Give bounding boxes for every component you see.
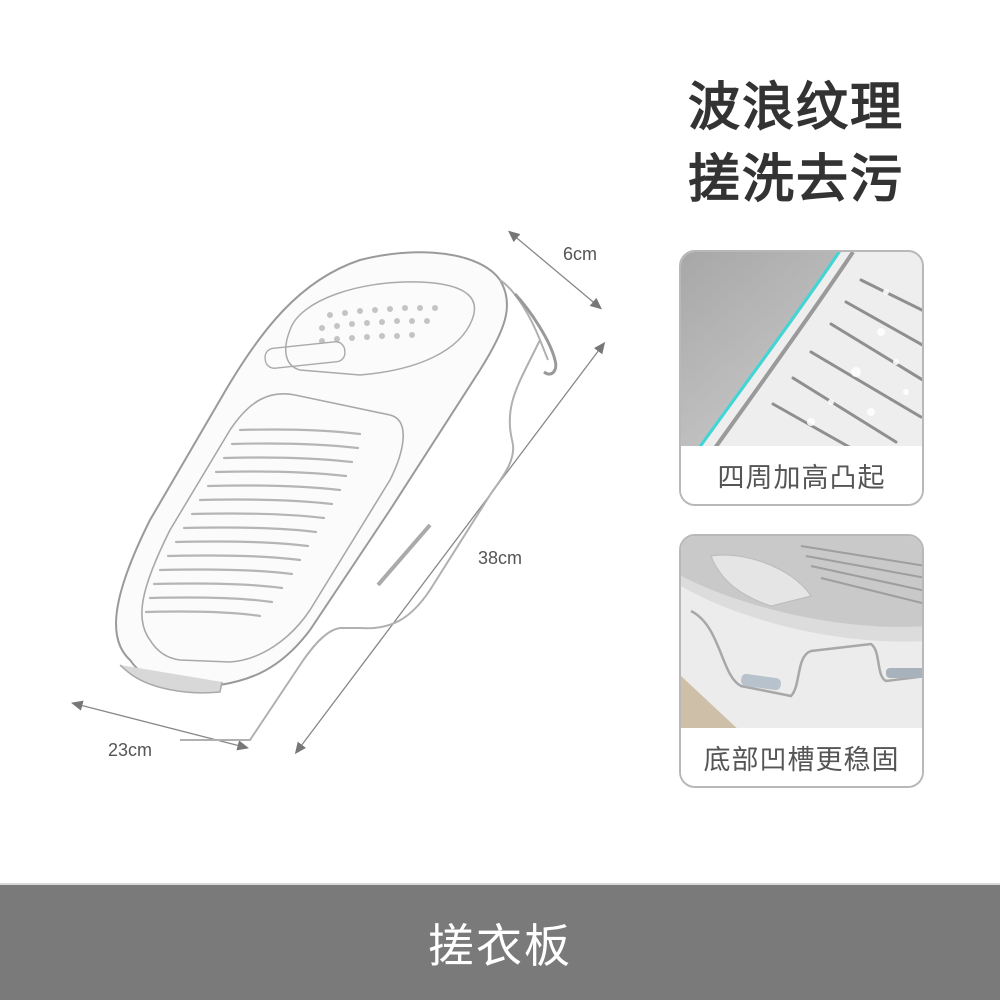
length-dimension-line [294,341,606,755]
raised-rim-caption: 四周加高凸起 [681,446,922,504]
product-illustration: 6cm 38cm 23cm [60,220,640,780]
headline-line-2: 搓洗去污 [688,150,905,210]
height-dimension-line [508,230,602,310]
bottom-groove-caption: 底部凹槽更稳固 [681,728,922,786]
wave-ribs [144,428,362,618]
product-name: 搓衣板 [428,918,572,973]
headline: 波浪纹理 搓洗去污 [688,72,938,216]
length-dimension-label: 38cm [478,548,523,568]
height-dimension-label: 6cm [563,244,598,264]
headline-line-1: 波浪纹理 [688,78,905,138]
feature-card-raised-rim: 四周加高凸起 [679,250,924,506]
washboard-drawing [70,230,606,755]
raised-rim-photo [681,252,922,448]
bottom-groove-photo [681,536,922,732]
grater-dots [319,305,438,344]
footer-bar: 搓衣板 [0,883,1000,1000]
width-dimension-label: 23cm [108,740,153,760]
feature-card-bottom-groove: 底部凹槽更稳固 [679,534,924,788]
